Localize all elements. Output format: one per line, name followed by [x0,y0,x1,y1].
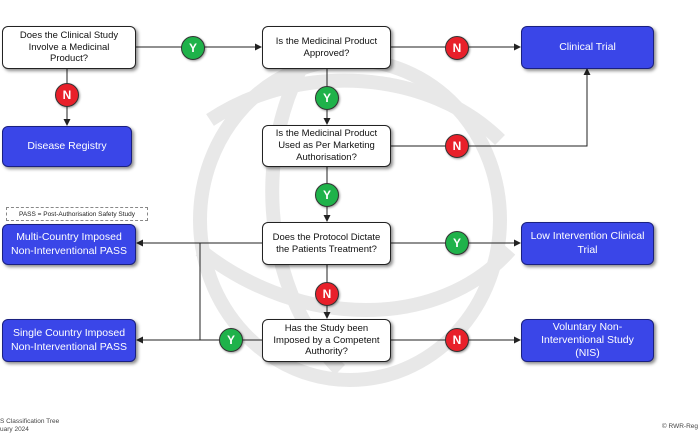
badge-label: Y [322,188,331,202]
outcome-text: Low Intervention Clinical Trial [530,230,645,256]
badge-label: Y [322,91,331,105]
question-involves-medicinal-product: Does the Clinical Study Involve a Medici… [2,26,136,69]
outcome-disease-registry: Disease Registry [2,126,132,167]
question-imposed-by-authority: Has the Study been Imposed by a Competen… [262,319,391,362]
badge-label: N [452,41,462,55]
yes-badge: Y [315,183,339,207]
question-text: Is the Medicinal Product Approved? [275,35,378,59]
outcome-text: Clinical Trial [559,40,616,53]
footer-caption: S Classification Tree uary 2024 [0,418,59,435]
no-badge: N [55,83,79,107]
no-badge: N [315,282,339,306]
outcome-text: Disease Registry [27,139,107,152]
footer-title: S Classification Tree [0,418,60,425]
badge-label: N [452,333,462,347]
pass-definition-note: PASS = Post-Authorisation Safety Study [6,207,148,221]
yes-badge: Y [315,86,339,110]
no-badge: N [445,36,469,60]
outcome-clinical-trial: Clinical Trial [521,26,654,69]
footer-date: uary 2024 [0,426,29,434]
no-badge: N [445,328,469,352]
question-used-per-authorisation: Is the Medicinal Product Used as Per Mar… [262,125,391,167]
question-text: Is the Medicinal Product Used as Per Mar… [275,128,378,163]
question-text: Has the Study been Imposed by a Competen… [273,322,380,358]
yes-badge: Y [445,231,469,255]
outcome-single-country-pass: Single Country Imposed Non-Interventiona… [2,319,136,362]
yes-badge: Y [181,36,205,60]
outcome-voluntary-nis: Voluntary Non-Interventional Study (NIS) [521,319,654,362]
question-text: Does the Protocol Dictate the Patients T… [272,231,381,255]
badge-label: N [452,139,462,153]
outcome-text: Single Country Imposed Non-Interventiona… [11,327,127,353]
no-badge: N [445,134,469,158]
footer-copyright: © RWR-Reg [661,423,698,430]
note-text: PASS = Post-Authorisation Safety Study [18,210,136,218]
outcome-text: Voluntary Non-Interventional Study (NIS) [541,320,634,360]
outcome-low-intervention-trial: Low Intervention Clinical Trial [521,222,654,265]
badge-label: Y [188,41,197,55]
yes-badge: Y [219,328,243,352]
question-text: Does the Clinical Study Involve a Medici… [19,29,119,65]
badge-label: Y [226,333,235,347]
question-protocol-dictates-treatment: Does the Protocol Dictate the Patients T… [262,222,391,265]
badge-label: Y [452,236,461,250]
outcome-text: Multi-Country Imposed Non-Interventional… [11,231,127,257]
question-product-approved: Is the Medicinal Product Approved? [262,26,391,69]
badge-label: N [62,88,72,102]
outcome-multi-country-pass: Multi-Country Imposed Non-Interventional… [2,224,136,265]
badge-label: N [322,287,332,301]
